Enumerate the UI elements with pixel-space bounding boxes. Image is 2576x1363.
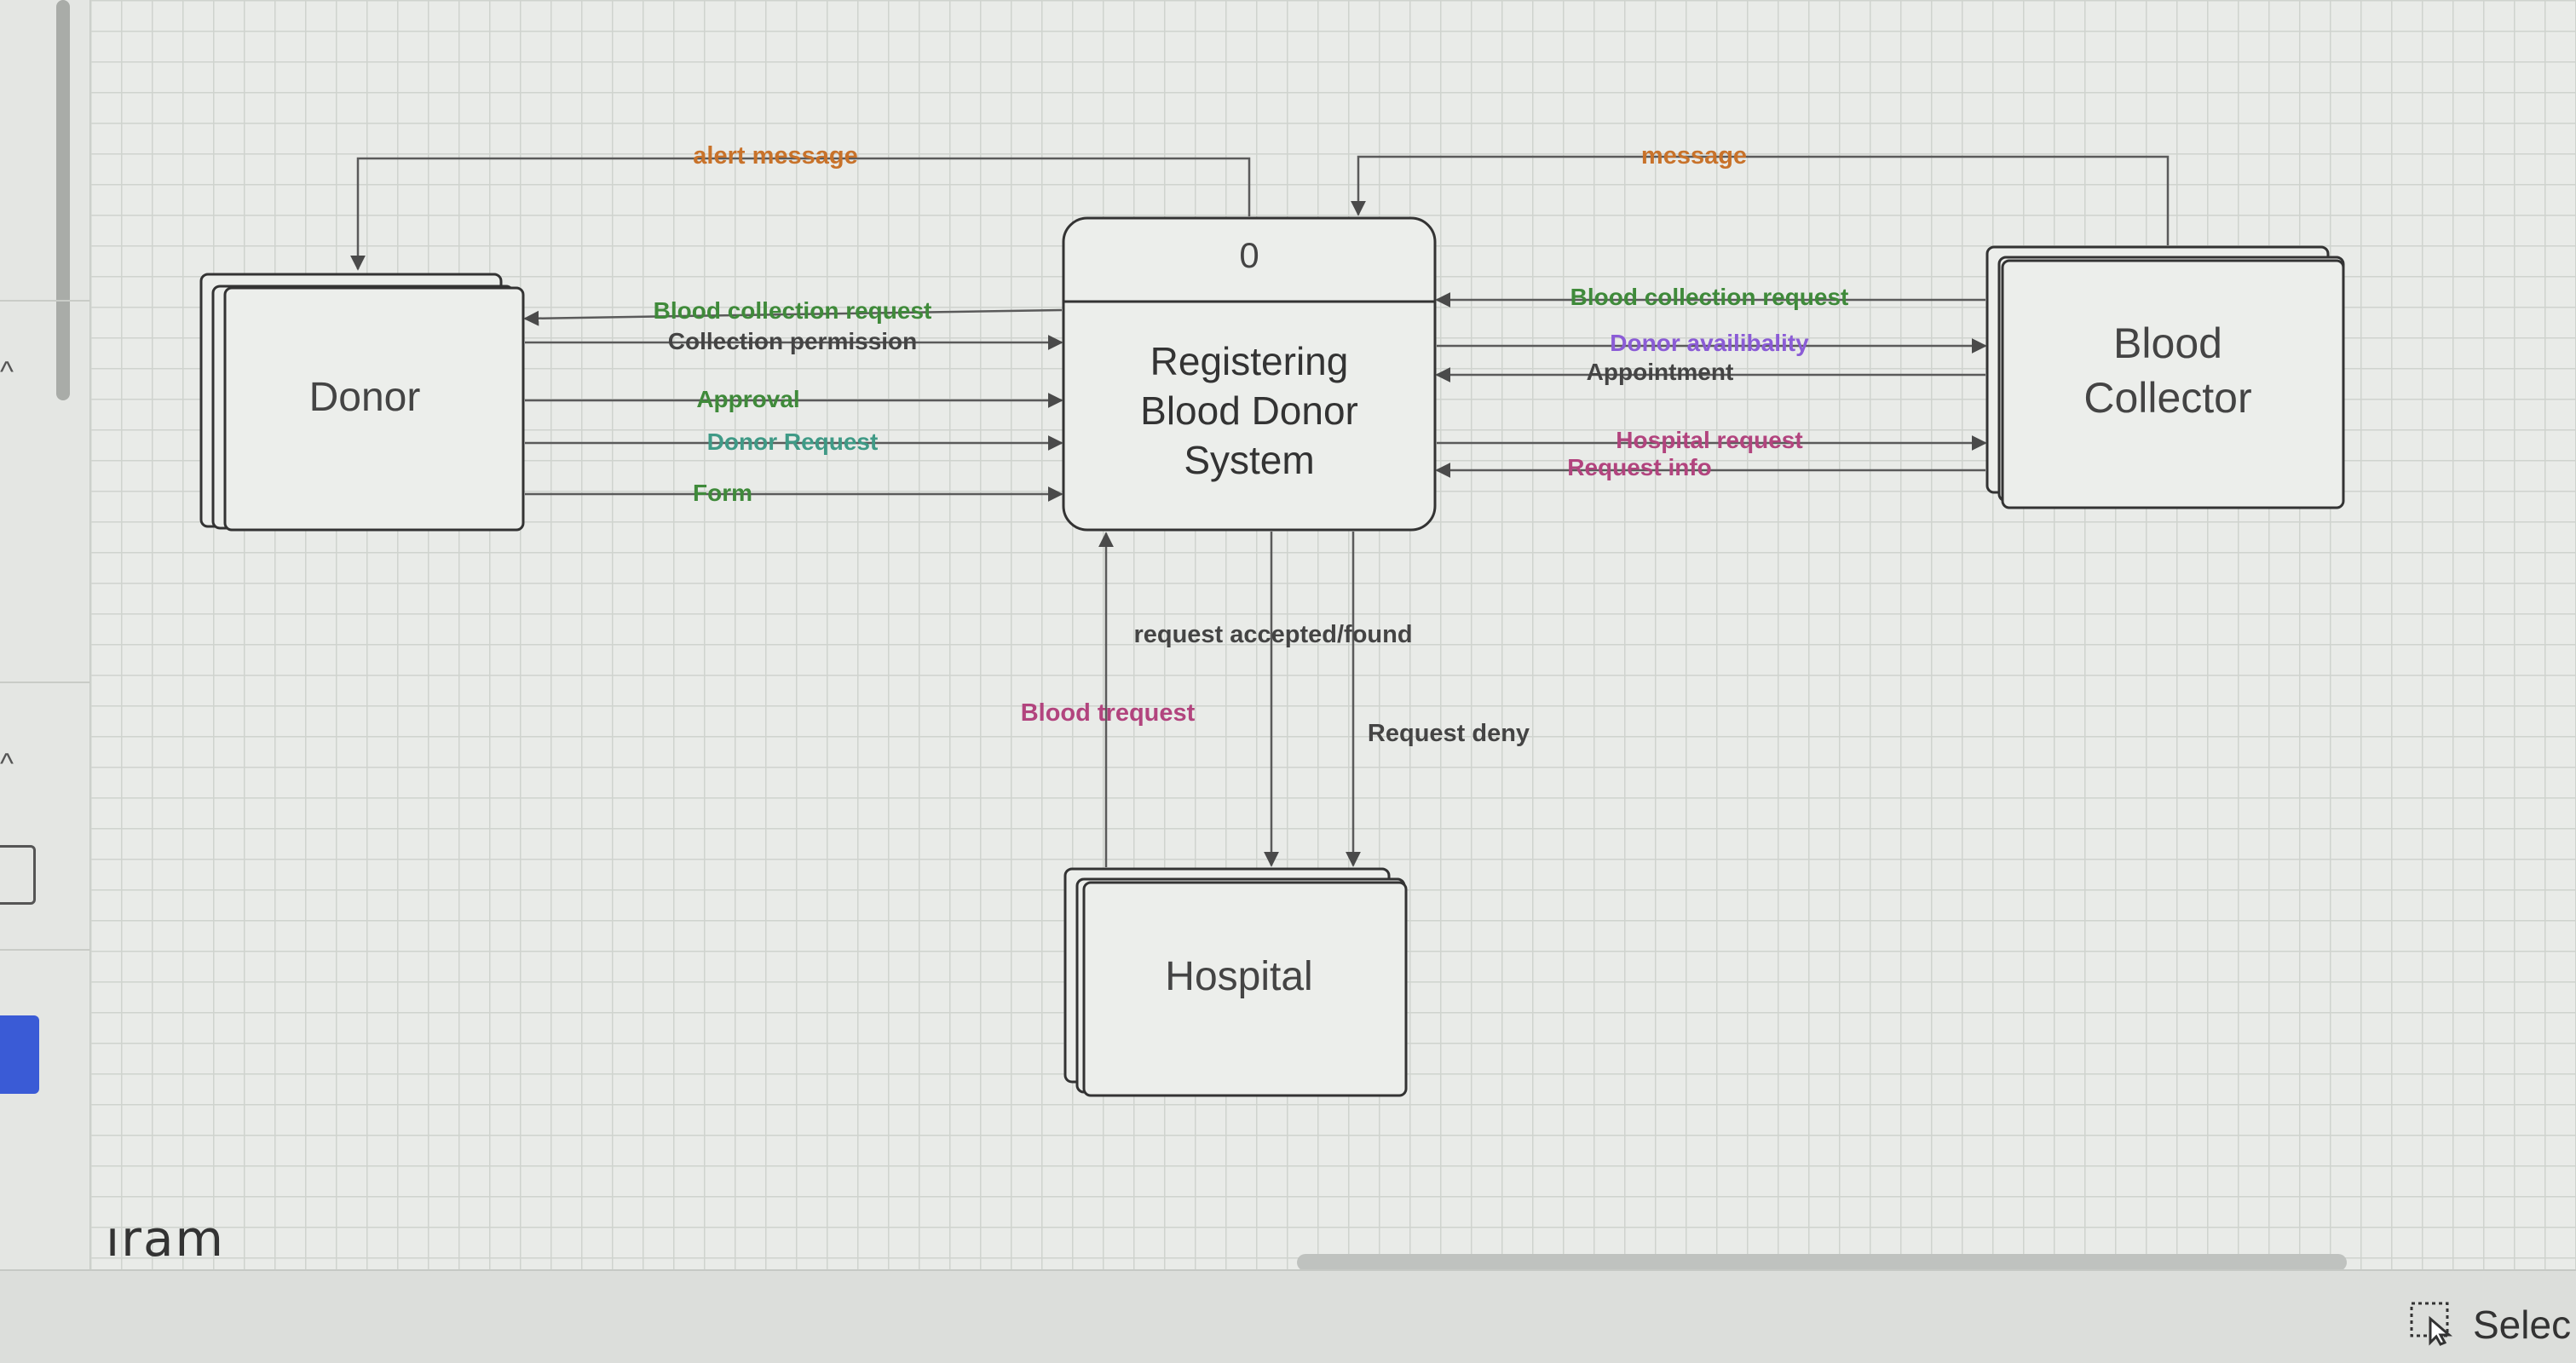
process-registering-blood-donor-system[interactable]: 0 Registering Blood Donor System: [1062, 216, 1437, 532]
diagram-title-fragment: ıram: [106, 1210, 226, 1268]
blood-collector-entity[interactable]: Blood Collector: [1985, 245, 2345, 509]
sidebar-divider: [0, 300, 89, 302]
flow-label-appointment: Appointment: [1587, 359, 1734, 385]
hospital-label: Hospital: [1165, 954, 1312, 999]
process-label-line-3: System: [1184, 438, 1314, 482]
flow-label-alert-message: alert message: [693, 142, 857, 170]
blood-collector-label-line-2: Collector: [2083, 374, 2251, 422]
flow-label-request-deny: Request deny: [1368, 720, 1530, 747]
cursor-select-icon[interactable]: [2408, 1300, 2459, 1346]
panel-icon[interactable]: [0, 845, 36, 905]
process-label-line-1: Registering: [1150, 339, 1349, 383]
flow-label-collection-permission: Collection permission: [668, 328, 918, 354]
flow-label-form: Form: [693, 480, 752, 506]
flow-label-collector-blood-collection-request: Blood collection request: [1570, 284, 1849, 310]
process-id: 0: [1239, 235, 1259, 275]
flow-label-donor-blood-collection-request: Blood collection request: [654, 297, 932, 324]
flow-label-blood-trequest: Blood trequest: [1021, 699, 1196, 727]
status-bar: [0, 1269, 2576, 1363]
flow-label-request-info: Request info: [1567, 454, 1712, 480]
select-tool-label[interactable]: Selec: [2473, 1303, 2572, 1347]
sidebar-divider: [0, 949, 89, 951]
flow-label-donor-request: Donor Request: [707, 428, 879, 455]
flow-label-message: message: [1641, 142, 1747, 170]
hospital-entity[interactable]: Hospital: [1063, 867, 1408, 1097]
sidebar-divider: [0, 682, 89, 683]
primary-action-button[interactable]: [0, 1015, 39, 1094]
flow-label-approval: Approval: [696, 386, 799, 412]
flow-line-message[interactable]: [1351, 155, 2170, 245]
blood-collector-label-line-1: Blood: [2113, 319, 2222, 367]
horizontal-scrollbar[interactable]: [1297, 1254, 2347, 1271]
left-sidebar: ^ ^: [0, 0, 91, 1269]
donor-entity[interactable]: Donor: [199, 273, 525, 532]
chevron-up-icon[interactable]: ^: [0, 356, 14, 388]
flow-label-hospital-request: Hospital request: [1616, 427, 1802, 453]
flow-label-donor-availability: Donor availibality: [1610, 330, 1809, 356]
flow-label-request-accepted: request accepted/found: [1133, 621, 1412, 648]
flow-line-alert-message[interactable]: [350, 157, 1251, 271]
flow-line-donor-blood-collection-request[interactable]: [523, 308, 1063, 326]
chevron-up-icon[interactable]: ^: [0, 748, 14, 780]
process-label-line-2: Blood Donor: [1140, 388, 1358, 433]
donor-label: Donor: [309, 375, 421, 420]
